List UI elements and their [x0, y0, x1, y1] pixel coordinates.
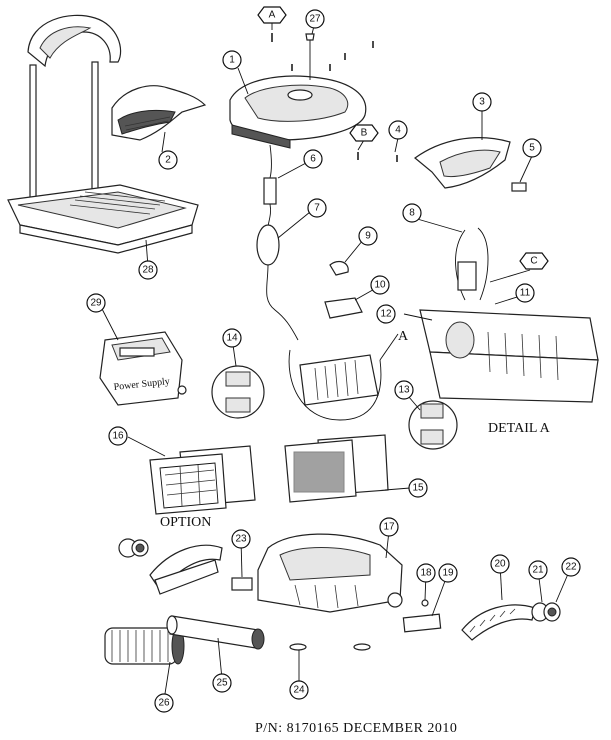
svg-text:29: 29	[90, 298, 102, 309]
svg-text:28: 28	[142, 265, 154, 276]
filter-clips-14	[211, 365, 265, 419]
svg-text:12: 12	[380, 309, 392, 320]
svg-text:6: 6	[310, 154, 316, 165]
power-supply: Power Supply	[99, 331, 187, 406]
svg-text:25: 25	[216, 678, 228, 689]
svg-text:5: 5	[529, 143, 535, 154]
leader-lines	[99, 16, 572, 701]
callout-2: 2	[158, 150, 178, 170]
callouts: 1 2 3 4 5 6 7 8 9 10 11 12 13 14 15 16 1…	[86, 9, 581, 713]
detail-a-assembly	[419, 227, 599, 403]
option-label: OPTION	[160, 515, 211, 530]
swivel-cable	[256, 144, 299, 341]
callout-26: 26	[154, 693, 174, 713]
svg-text:14: 14	[226, 333, 238, 344]
callout-9: 9	[358, 226, 378, 246]
callout-21: 21	[528, 560, 548, 580]
svg-text:23: 23	[235, 534, 247, 545]
callout-16: 16	[108, 426, 128, 446]
svg-text:8: 8	[409, 208, 415, 219]
marker-c: C	[519, 252, 549, 270]
svg-text:22: 22	[565, 562, 577, 573]
svg-text:A: A	[269, 10, 276, 21]
marker-a: A	[257, 6, 287, 24]
svg-text:7: 7	[314, 203, 320, 214]
callout-12: 12	[376, 304, 396, 324]
svg-text:15: 15	[412, 483, 424, 494]
callout-15: 15	[408, 478, 428, 498]
svg-text:10: 10	[374, 280, 386, 291]
detail-a-label: DETAIL A	[488, 421, 551, 436]
callout-4: 4	[388, 120, 408, 140]
callout-29: 29	[86, 293, 106, 313]
callout-11: 11	[515, 283, 535, 303]
svg-text:24: 24	[293, 685, 305, 696]
svg-text:17: 17	[383, 522, 395, 533]
top-cover	[229, 33, 367, 149]
callout-27: 27	[305, 9, 325, 29]
svg-text:21: 21	[532, 565, 544, 576]
callout-8: 8	[402, 203, 422, 223]
callout-6: 6	[303, 149, 323, 169]
callout-23: 23	[231, 529, 251, 549]
right-track-wheels	[461, 602, 561, 641]
svg-text:C: C	[530, 256, 537, 267]
cable-clips	[324, 260, 363, 319]
svg-text:3: 3	[479, 97, 485, 108]
pvc-roller	[166, 615, 265, 650]
callout-14: 14	[222, 328, 242, 348]
chassis-body	[257, 533, 403, 613]
svg-text:1: 1	[229, 55, 235, 66]
svg-text:B: B	[361, 128, 368, 139]
callout-25: 25	[212, 673, 232, 693]
svg-text:20: 20	[494, 559, 506, 570]
callout-3: 3	[472, 92, 492, 112]
marker-b: B	[349, 124, 379, 142]
side-cover	[414, 137, 527, 192]
callout-22: 22	[561, 557, 581, 577]
caddy-stand	[7, 14, 199, 254]
callout-1: 1	[222, 50, 242, 70]
svg-text:13: 13	[398, 385, 410, 396]
callout-13: 13	[394, 380, 414, 400]
svg-text:2: 2	[165, 155, 171, 166]
svg-text:9: 9	[365, 231, 371, 242]
callout-5: 5	[522, 138, 542, 158]
svg-text:19: 19	[442, 568, 454, 579]
svg-text:11: 11	[520, 288, 531, 299]
filter-panels-15	[284, 434, 389, 503]
detail-reference-label: A	[398, 329, 409, 344]
callout-20: 20	[490, 554, 510, 574]
brush-roller	[104, 627, 185, 665]
detail-markers: A B C	[257, 6, 549, 270]
filter-panels-option	[149, 445, 256, 515]
svg-text:18: 18	[420, 568, 432, 579]
callout-28: 28	[138, 260, 158, 280]
callout-24: 24	[289, 680, 309, 700]
callout-18: 18	[416, 563, 436, 583]
part-number-footer: P/N: 8170165 DECEMBER 2010	[255, 721, 457, 736]
screws	[271, 33, 398, 162]
motor-assembly	[288, 349, 382, 421]
callout-19: 19	[438, 563, 458, 583]
svg-text:26: 26	[158, 698, 170, 709]
top-handle	[111, 85, 207, 141]
filter-clips-13	[408, 400, 458, 450]
svg-text:16: 16	[112, 431, 124, 442]
callout-17: 17	[379, 517, 399, 537]
left-track-wheels	[118, 538, 253, 595]
svg-text:4: 4	[395, 125, 401, 136]
callout-7: 7	[307, 198, 327, 218]
svg-text:27: 27	[309, 14, 321, 25]
callout-10: 10	[370, 275, 390, 295]
